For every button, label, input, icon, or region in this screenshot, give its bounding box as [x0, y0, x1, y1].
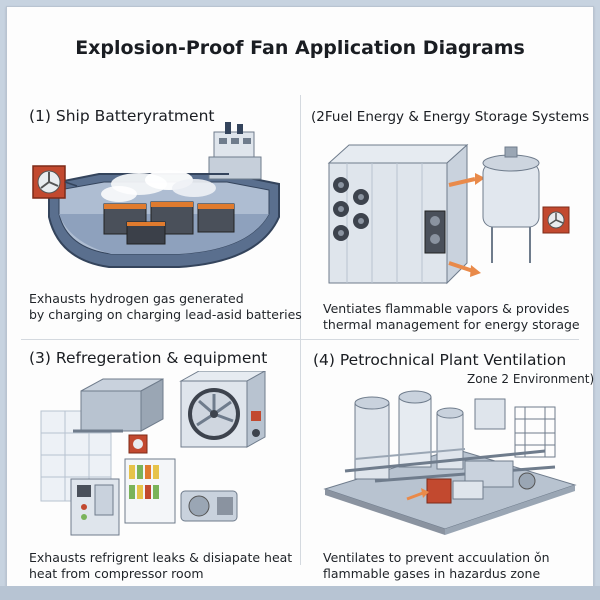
caption-line: Ventilates to prevent accuulation ǒn [323, 550, 550, 565]
exhaust-fan-icon [542, 206, 570, 234]
ship-battery-illustration [32, 122, 280, 268]
panel-heading: (2Fuel Energy & Energy Storage Systems [311, 109, 590, 125]
caption-line: thermal management for energy storage [323, 317, 580, 332]
panel-heading: (3) Refregeration & equipment [29, 349, 268, 367]
panel-caption: Exhausts hydrogen gas generated by charg… [29, 291, 302, 323]
page-title: Explosion-Proof Fan Application Diagrams [75, 37, 525, 59]
diagram-sheet: Explosion-Proof Fan Application Diagrams… [6, 6, 594, 588]
bottom-band [0, 586, 600, 600]
storage-container-icon [327, 143, 469, 285]
ship-hull-icon [48, 122, 280, 268]
caption-line: by charging on charging lead-asid batter… [29, 307, 302, 322]
refrigeration-illustration [40, 371, 267, 536]
exhaust-fan-icon [406, 478, 484, 504]
caption-line: Ventiates flammable vapors & provides [323, 301, 570, 316]
hydrogen-tank-icon [482, 146, 540, 263]
panel-caption: Exhausts refrigrent leaks & disiapate he… [29, 550, 292, 582]
vapor-cloud-icon [101, 170, 216, 202]
petrochemical-illustration [323, 390, 577, 535]
panel-heading: (1) Ship Batteryratment [29, 107, 215, 125]
compressor-unit-icon [73, 378, 238, 522]
panel-caption: Ventiates flammable vapors & provides th… [323, 301, 580, 333]
panel-caption: Ventilates to prevent accuulation ǒn fla… [323, 550, 550, 582]
panel-divider-vertical [300, 95, 301, 565]
condenser-fan-icon [179, 371, 267, 448]
caption-line: flammable gases in hazardus zone [323, 566, 541, 581]
panel-heading: (4) Petrochnical Plant Ventilation [313, 351, 567, 369]
exhaust-fan-icon [32, 165, 78, 199]
energy-storage-illustration [327, 143, 570, 285]
caption-line: Exhausts hydrogen gas generated [29, 291, 244, 306]
caption-line: Exhausts refrigrent leaks & disiapate he… [29, 550, 293, 565]
battery-bank-icon [103, 201, 235, 245]
panel-divider-horizontal [21, 339, 579, 340]
control-cabinet-icon [70, 478, 120, 536]
airflow-arrow-icon [448, 173, 485, 277]
zone-note: Zone 2 Environment) [467, 372, 595, 386]
caption-line: heat from compressor room [29, 566, 204, 581]
